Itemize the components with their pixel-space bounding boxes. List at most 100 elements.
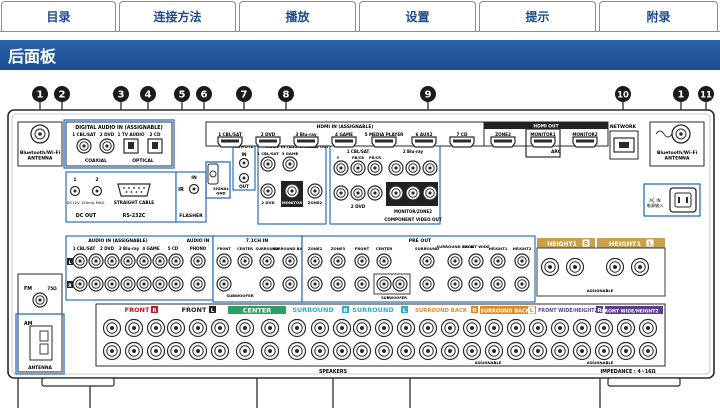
callout-8: 8 bbox=[278, 86, 294, 102]
hdmi-out-monitor2[interactable] bbox=[572, 136, 598, 148]
svg-text:CENTER: CENTER bbox=[376, 246, 393, 251]
coaxial-jack-1[interactable] bbox=[76, 138, 92, 154]
video-in-jack-3[interactable] bbox=[282, 156, 298, 172]
svg-text:9: 9 bbox=[425, 90, 432, 101]
fm-antenna-jack[interactable] bbox=[32, 292, 48, 308]
hdmi-in-4[interactable] bbox=[331, 136, 357, 148]
signal-gnd-terminal[interactable] bbox=[209, 170, 217, 178]
svg-text:MONITOR/ZONE2: MONITOR/ZONE2 bbox=[394, 209, 432, 214]
svg-text:HEIGHT1: HEIGHT1 bbox=[547, 241, 577, 248]
svg-text:L: L bbox=[403, 308, 407, 314]
svg-text:MONITOR1: MONITOR1 bbox=[530, 132, 555, 137]
svg-text:ANTENNA: ANTENNA bbox=[28, 365, 52, 371]
tab-tips[interactable]: 提示 bbox=[479, 1, 596, 31]
remote-block: REMOTE IN OUT bbox=[232, 143, 256, 191]
svg-text:7.1CH IN: 7.1CH IN bbox=[246, 238, 269, 244]
svg-text:3 Blu-ray: 3 Blu-ray bbox=[295, 132, 316, 137]
tab-connections[interactable]: 连接方法 bbox=[119, 1, 236, 31]
component-out-pr[interactable] bbox=[422, 185, 438, 201]
svg-text:2 DVD: 2 DVD bbox=[261, 132, 276, 137]
svg-text:ASSIGNABLE: ASSIGNABLE bbox=[587, 288, 614, 293]
svg-text:3 Blu-ray: 3 Blu-ray bbox=[119, 246, 140, 251]
svg-text:SURROUND BACK: SURROUND BACK bbox=[272, 247, 307, 251]
svg-text:2: 2 bbox=[95, 177, 98, 183]
component-in-1-pr[interactable] bbox=[367, 160, 383, 176]
callout-6: 6 bbox=[196, 86, 212, 102]
svg-text:11: 11 bbox=[700, 91, 712, 101]
svg-text:SURROUND BACK: SURROUND BACK bbox=[436, 244, 474, 249]
hdmi-in-5[interactable] bbox=[371, 136, 397, 148]
svg-text:L: L bbox=[648, 241, 652, 248]
svg-text:COAXIAL: COAXIAL bbox=[85, 158, 107, 164]
component-in-1-y[interactable] bbox=[333, 160, 349, 176]
svg-text:1: 1 bbox=[678, 90, 685, 101]
svg-text:R: R bbox=[343, 308, 348, 314]
svg-text:FRONT WIDE/HEIGHT2: FRONT WIDE/HEIGHT2 bbox=[601, 309, 658, 315]
svg-text:PR/CR: PR/CR bbox=[369, 156, 381, 160]
component-in-2-pb[interactable] bbox=[405, 160, 421, 176]
hdmi-in-3[interactable] bbox=[293, 136, 319, 148]
svg-text:2 Blu-ray: 2 Blu-ray bbox=[403, 149, 424, 154]
page-title: 后面板 bbox=[0, 40, 720, 70]
hdmi-in-2[interactable] bbox=[255, 136, 281, 148]
svg-text:FRONT: FRONT bbox=[182, 306, 207, 314]
speakers-label: SPEAKERS bbox=[319, 369, 348, 375]
svg-text:SURROUND BACK: SURROUND BACK bbox=[481, 309, 531, 315]
control-block: 1 2 DC12V 150mA MAX. DC OUT STRAIGHT CAB… bbox=[65, 171, 177, 223]
tab-playback[interactable]: 播放 bbox=[239, 1, 356, 31]
svg-text:5: 5 bbox=[179, 90, 186, 101]
svg-text:HEIGHT1: HEIGHT1 bbox=[489, 246, 508, 251]
hdmi-in-6[interactable] bbox=[411, 136, 437, 148]
callout-5: 5 bbox=[174, 86, 190, 102]
tab-baseline bbox=[0, 31, 720, 32]
svg-text:1 CBL/SAT: 1 CBL/SAT bbox=[347, 149, 370, 154]
svg-text:ASSIGNABLE: ASSIGNABLE bbox=[475, 360, 502, 365]
svg-text:CENTER: CENTER bbox=[237, 247, 253, 251]
svg-text:6: 6 bbox=[201, 90, 208, 101]
video-in-jack-2[interactable] bbox=[260, 183, 276, 199]
component-in-2-y[interactable] bbox=[388, 160, 404, 176]
svg-text:5 MEDIA PLAYER: 5 MEDIA PLAYER bbox=[365, 132, 405, 137]
component-in-1-pb[interactable] bbox=[350, 160, 366, 176]
svg-text:8: 8 bbox=[283, 90, 290, 101]
svg-text:ZONE3: ZONE3 bbox=[331, 246, 346, 251]
video-out-zone2-jack[interactable] bbox=[307, 183, 323, 199]
tab-appendix[interactable]: 附录 bbox=[599, 1, 718, 31]
svg-text:STRAIGHT CABLE: STRAIGHT CABLE bbox=[114, 200, 154, 205]
hdmi-in-7[interactable] bbox=[449, 136, 475, 148]
callout-4: 4 bbox=[140, 86, 156, 102]
pre-out-block: PRE OUT ZONE2 ZONE3 FRONT CENTER SURROUN… bbox=[301, 235, 536, 303]
svg-text:Y: Y bbox=[336, 156, 340, 160]
svg-text:10: 10 bbox=[617, 91, 629, 101]
tab-settings[interactable]: 设置 bbox=[359, 1, 476, 31]
video-in-jack-1[interactable] bbox=[260, 156, 276, 172]
hdmi-out-monitor1[interactable] bbox=[530, 136, 556, 148]
svg-text:7 CD: 7 CD bbox=[457, 132, 468, 137]
svg-text:HDMI OUT: HDMI OUT bbox=[533, 124, 558, 130]
hdmi-in-1[interactable] bbox=[217, 136, 243, 148]
svg-text:FRONT: FRONT bbox=[125, 306, 150, 314]
svg-text:DIGITAL AUDIO IN (ASSIGNABLE): DIGITAL AUDIO IN (ASSIGNABLE) bbox=[75, 125, 163, 131]
svg-text:R: R bbox=[597, 308, 602, 314]
callout-highlight-frames bbox=[15, 119, 701, 375]
component-in-dvd-y[interactable] bbox=[333, 185, 349, 201]
component-in-2-pr[interactable] bbox=[422, 160, 438, 176]
callout-7: 7 bbox=[236, 86, 252, 102]
svg-text:1: 1 bbox=[73, 177, 76, 183]
component-in-dvd-pb[interactable] bbox=[350, 185, 366, 201]
component-out-y[interactable] bbox=[388, 185, 404, 201]
svg-text:1 CBL/SAT: 1 CBL/SAT bbox=[72, 132, 96, 137]
tab-contents[interactable]: 目录 bbox=[1, 1, 116, 31]
hdmi-out-zone2[interactable] bbox=[490, 136, 516, 148]
svg-text:7: 7 bbox=[241, 90, 248, 101]
svg-text:PB/CB: PB/CB bbox=[352, 156, 364, 160]
svg-text:FRONT: FRONT bbox=[355, 246, 370, 251]
rs232c-port[interactable] bbox=[117, 183, 151, 197]
coaxial-jack-2[interactable] bbox=[99, 138, 115, 154]
svg-text:R: R bbox=[68, 283, 72, 289]
component-in-dvd-pr[interactable] bbox=[367, 185, 383, 201]
svg-text:R: R bbox=[584, 241, 589, 248]
component-out-pb[interactable] bbox=[405, 185, 421, 201]
